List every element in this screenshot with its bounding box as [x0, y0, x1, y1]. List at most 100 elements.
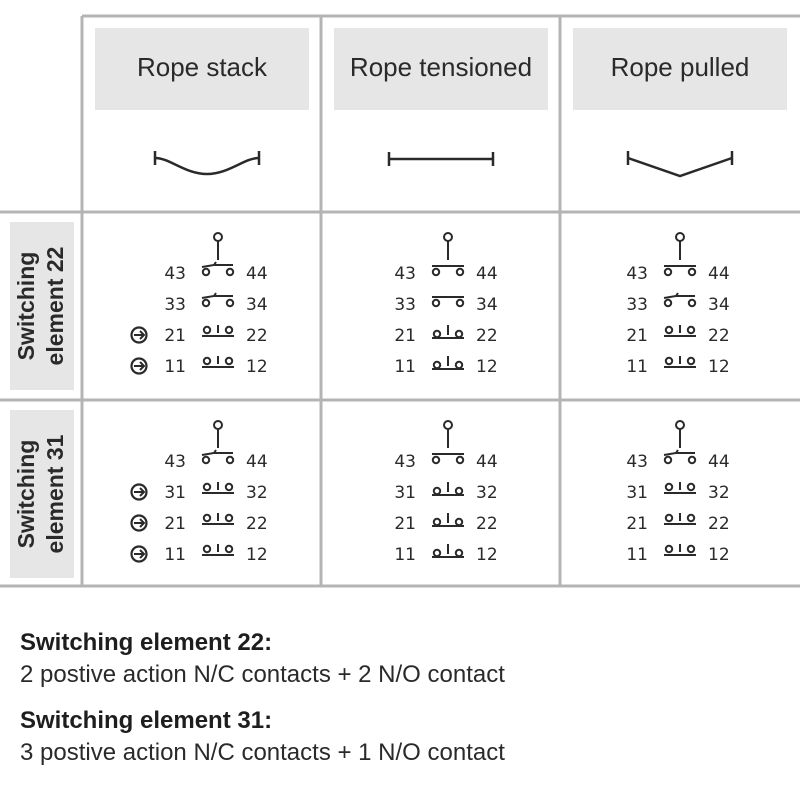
rope-stack-symbol [153, 151, 261, 176]
contact-terminal [431, 267, 441, 277]
contact-terminal [224, 356, 234, 366]
contact-terminal [224, 482, 234, 492]
terminal-number-left: 21 [394, 514, 416, 534]
contact-terminal [201, 267, 211, 277]
positive-action-icon [130, 514, 148, 532]
contact-bridge-open [201, 261, 233, 268]
terminal-number-left: 21 [164, 514, 186, 534]
contact-terminal [687, 267, 697, 277]
terminal-number-left: 31 [164, 483, 186, 503]
terminal-number-left: 21 [164, 326, 186, 346]
contact-diagram-table: Rope stack Rope tensioned Rope pulled Sw… [0, 14, 800, 588]
contact-terminal [664, 356, 674, 366]
contact-terminal [224, 513, 234, 523]
terminal-number-right: 44 [476, 264, 498, 284]
terminal-number-left: 11 [394, 357, 416, 377]
contact-terminal [663, 298, 673, 308]
terminal-number-left: 11 [394, 545, 416, 565]
terminal-number-left: 31 [394, 483, 416, 503]
positive-action-icon [130, 357, 148, 375]
row-header-line2: element 31 [42, 434, 68, 553]
terminal-number-right: 22 [246, 326, 268, 346]
contact-terminal [664, 482, 674, 492]
terminal-number-right: 44 [708, 452, 730, 472]
note-title-element-31: Switching element 31: [20, 707, 273, 734]
terminal-number-left: 11 [626, 357, 648, 377]
terminal-number-left: 43 [394, 264, 416, 284]
contact-terminal [686, 356, 696, 366]
notes: Switching element 22: 2 postive action N… [20, 628, 790, 784]
terminal-number-left: 33 [164, 295, 186, 315]
terminal-number-right: 12 [246, 357, 268, 377]
row-header-line1: Switching [13, 252, 39, 361]
terminal-number-right: 12 [246, 545, 268, 565]
terminal-number-right: 34 [708, 295, 730, 315]
note-text-element-22: 2 postive action N/C contacts + 2 N/O co… [20, 661, 505, 688]
contact-terminal [225, 298, 235, 308]
rope-tensioned-symbol [387, 152, 495, 166]
contact-symbol: 11 12 [130, 544, 268, 565]
positive-action-icon [130, 483, 148, 501]
contact-symbol: 11 12 [130, 356, 268, 377]
contact-terminal [431, 455, 441, 465]
contact-terminal [225, 455, 235, 465]
actuator-head [443, 232, 453, 242]
terminal-number-left: 43 [394, 452, 416, 472]
terminal-number-left: 21 [394, 326, 416, 346]
column-header-rope-tensioned: Rope tensioned [334, 28, 548, 110]
contact-terminal [454, 486, 464, 496]
contact-terminal [454, 517, 464, 527]
terminal-number-right: 34 [246, 295, 268, 315]
terminal-number-left: 11 [164, 545, 186, 565]
row-header-line2: element 22 [42, 247, 68, 366]
actuator-head [213, 420, 223, 430]
contact-terminal [687, 298, 697, 308]
contact-terminal [202, 544, 212, 554]
contact-terminal [225, 267, 235, 277]
contact-terminal [455, 267, 465, 277]
contact-terminal [202, 356, 212, 366]
contact-terminal [201, 298, 211, 308]
terminal-number-left: 21 [626, 514, 648, 534]
contact-terminal [686, 544, 696, 554]
contact-bridge-open [663, 292, 695, 299]
terminal-number-right: 44 [708, 264, 730, 284]
contact-terminal [686, 482, 696, 492]
note-title-element-22: Switching element 22: [20, 629, 273, 656]
contact-terminal [455, 298, 465, 308]
column-header-label: Rope tensioned [350, 52, 532, 82]
terminal-number-left: 11 [164, 357, 186, 377]
contact-terminal [202, 513, 212, 523]
contact-bridge-open [663, 449, 695, 456]
contact-terminal [686, 513, 696, 523]
contact-terminal [663, 267, 673, 277]
terminal-number-left: 21 [626, 326, 648, 346]
terminal-number-left: 43 [164, 264, 186, 284]
contact-terminal [687, 455, 697, 465]
actuator-head [213, 232, 223, 242]
terminal-number-left: 43 [626, 452, 648, 472]
terminal-number-right: 22 [246, 514, 268, 534]
terminal-number-right: 44 [246, 452, 268, 472]
terminal-number-right: 12 [708, 357, 730, 377]
terminal-number-right: 22 [476, 514, 498, 534]
contact-terminal [686, 325, 696, 335]
positive-action-icon [130, 545, 148, 563]
column-header-label: Rope pulled [611, 52, 750, 82]
